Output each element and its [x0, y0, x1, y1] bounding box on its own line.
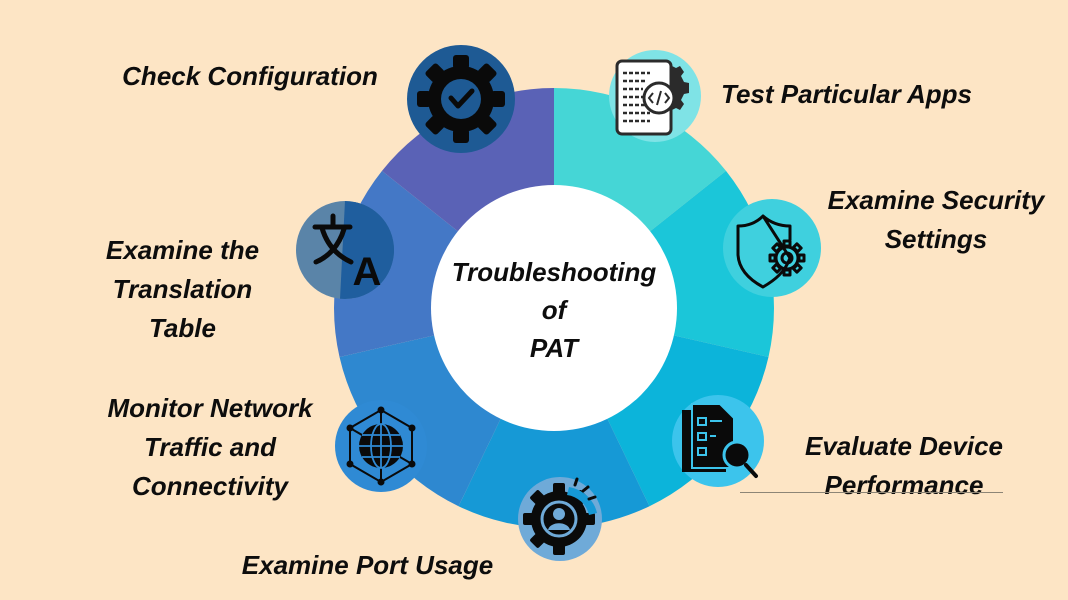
badge-examine-security-settings: [723, 199, 821, 297]
translate-icon: A: [312, 213, 382, 294]
badge-monitor-network: [335, 400, 427, 492]
ring-segment: [458, 416, 650, 528]
ring-segment: [381, 87, 554, 234]
label-check-configuration: Check Configuration: [122, 61, 378, 91]
badge-check-configuration: [407, 45, 515, 153]
label-examine-port-usage: Examine Port Usage: [241, 550, 494, 580]
label-translation-table: Examine the Translation Table: [105, 235, 260, 343]
badge-test-particular-apps: [609, 50, 701, 142]
user-gear-icon: [523, 477, 597, 555]
label-test-particular-apps: Test Particular Apps: [721, 79, 972, 109]
ring-segments: [334, 87, 774, 528]
gear-check-icon: [417, 55, 505, 143]
badge-evaluate-device-performance: [672, 395, 764, 487]
label-monitor-network: Monitor Network Traffic and Connectivity: [107, 393, 313, 501]
label-examine-security-settings: Examine Security Settings: [827, 185, 1045, 254]
ring-segment: [339, 334, 502, 507]
svg-text:A: A: [353, 250, 382, 294]
performance-underline: [740, 492, 1003, 493]
network-globe-icon: [346, 406, 416, 486]
center-circle: [431, 185, 677, 431]
code-app-gear-icon: [615, 59, 689, 136]
checklist-magnifier-icon: [682, 403, 758, 478]
label-evaluate-device-performance: Evaluate Device Performance: [804, 431, 1003, 500]
center-title: Troubleshooting of PAT: [451, 257, 657, 363]
ring-segment: [554, 88, 727, 234]
badge-examine-port-usage: [518, 477, 602, 561]
shield-gear-icon: [736, 214, 806, 289]
